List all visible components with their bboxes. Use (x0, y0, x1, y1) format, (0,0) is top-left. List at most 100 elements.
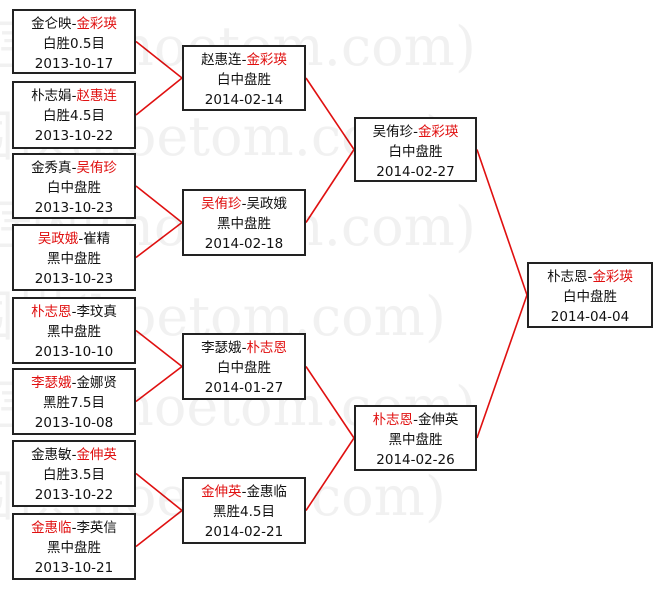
versus-dash: - (241, 196, 247, 212)
versus-dash: - (71, 304, 77, 320)
match-box-r1-4: 吴政娥-崔精黑中盘胜 2013-10-23 (12, 224, 136, 291)
connector-r2_2-to-r3_1 (305, 149, 355, 223)
player-one-name: 金仑映 (31, 16, 72, 32)
player-one-name: 吴侑珍 (372, 124, 414, 140)
match-box-r1-3: 金秀真-吴侑珍白中盘胜 2013-10-23 (12, 153, 136, 219)
player-one-name: 金惠敏 (31, 447, 72, 463)
match-box-r2-4: 金伸英-金惠临黑胜4.5目 2014-02-21 (182, 477, 306, 544)
match-result: 黑中盘胜 (47, 251, 101, 267)
connector-r1_8-to-r2_4 (135, 509, 183, 548)
player-two-name: 金伸英 (417, 412, 459, 428)
match-date: 2013-10-23 (34, 200, 114, 216)
match-players: 朴志娟-赵惠连 (14, 86, 134, 106)
player-one-name: 朴志娟 (31, 88, 72, 104)
player-two-name: 金彩瑛 (417, 124, 459, 140)
match-players: 金伸英-金惠临 (184, 482, 304, 502)
match-result: 黑中盘胜 (388, 432, 443, 448)
match-result: 白胜0.5目 (43, 36, 105, 52)
match-result: 白胜4.5目 (43, 108, 105, 124)
match-box-r1-7: 金惠敏-金伸英白胜3.5目 2013-10-22 (12, 440, 136, 507)
match-players: 朴志恩-李玟真 (14, 302, 134, 322)
match-date: 2014-02-27 (376, 164, 455, 180)
match-box-r1-1: 金仑映-金彩瑛白胜0.5目 2013-10-17 (12, 9, 136, 74)
versus-dash: - (78, 231, 84, 247)
connector-r1_5-to-r2_3 (135, 329, 183, 368)
match-players: 吴政娥-崔精 (14, 229, 134, 249)
player-one-name: 李瑟娥 (31, 375, 72, 391)
match-date: 2013-10-23 (34, 271, 114, 287)
match-box-r1-8: 金惠临-李英信黑中盘胜 2013-10-21 (12, 513, 136, 580)
versus-dash: - (71, 375, 77, 391)
versus-dash: - (71, 16, 77, 32)
match-players: 金惠临-李英信 (14, 518, 134, 538)
match-result: 黑中盘胜 (217, 216, 271, 232)
match-date: 2013-10-22 (34, 128, 114, 144)
match-date: 2014-02-21 (204, 524, 284, 540)
versus-dash: - (241, 52, 247, 68)
player-one-name: 吴政娥 (37, 231, 79, 247)
match-players: 李瑟娥-金娜贤 (14, 373, 134, 393)
match-result: 黑中盘胜 (47, 540, 101, 556)
player-one-name: 金伸英 (201, 484, 242, 500)
connector-r1_2-to-r2_1 (135, 77, 183, 116)
connector-r1_6-to-r2_3 (135, 365, 183, 403)
match-date: 2013-10-21 (34, 560, 114, 576)
connector-r3_2-to-final (476, 294, 528, 439)
match-players: 赵惠连-金彩瑛 (184, 50, 304, 70)
match-result: 黑中盘胜 (47, 324, 101, 340)
match-box-r1-5: 朴志恩-李玟真黑中盘胜 2013-10-10 (12, 297, 136, 364)
match-result: 白中盘胜 (217, 72, 271, 88)
match-date: 2013-10-08 (34, 415, 114, 431)
versus-dash: - (413, 412, 418, 428)
connector-r1_7-to-r2_4 (135, 472, 183, 512)
match-players: 金惠敏-金伸英 (14, 445, 134, 465)
match-players: 金秀真-吴侑珍 (14, 158, 134, 178)
player-two-name: 吴政娥 (246, 196, 287, 212)
player-two-name: 金彩瑛 (592, 269, 633, 285)
versus-dash: - (71, 160, 77, 176)
versus-dash: - (587, 269, 593, 285)
match-box-r1-6: 李瑟娥-金娜贤黑胜7.5目 2013-10-08 (12, 368, 136, 435)
player-two-name: 李英信 (76, 520, 117, 536)
versus-dash: - (241, 340, 247, 356)
versus-dash: - (71, 447, 77, 463)
versus-dash: - (71, 88, 77, 104)
match-result: 黑胜4.5目 (213, 504, 275, 520)
match-date: 2013-10-17 (34, 56, 114, 72)
connector-r1_3-to-r2_2 (135, 185, 183, 224)
match-date: 2014-01-27 (204, 380, 284, 396)
match-date: 2013-10-10 (34, 344, 114, 360)
match-players: 李瑟娥-朴志恩 (184, 338, 304, 358)
match-date: 2014-02-18 (204, 236, 284, 252)
match-date: 2014-04-04 (550, 309, 630, 325)
match-result: 黑胜7.5目 (43, 395, 105, 411)
match-date: 2013-10-22 (34, 487, 114, 503)
match-box-r1-2: 朴志娟-赵惠连白胜4.5目 2013-10-22 (12, 81, 136, 149)
player-one-name: 朴志恩 (31, 304, 72, 320)
versus-dash: - (241, 484, 247, 500)
player-one-name: 金秀真 (31, 160, 72, 176)
match-result: 白中盘胜 (47, 180, 101, 196)
player-one-name: 李瑟娥 (201, 340, 242, 356)
connector-r2_3-to-r3_2 (305, 366, 355, 439)
player-two-name: 金彩瑛 (76, 16, 117, 32)
match-result: 白中盘胜 (563, 289, 617, 305)
connector-r1_1-to-r2_1 (135, 40, 183, 79)
player-one-name: 赵惠连 (201, 52, 242, 68)
match-result: 白胜3.5目 (43, 467, 105, 483)
match-players: 吴侑珍-金彩瑛 (356, 122, 475, 142)
match-result: 白中盘胜 (217, 360, 271, 376)
player-two-name: 金伸英 (76, 447, 117, 463)
player-two-name: 崔精 (83, 231, 111, 247)
connector-r1_4-to-r2_2 (135, 221, 183, 259)
versus-dash: - (71, 520, 77, 536)
player-two-name: 金娜贤 (76, 375, 117, 391)
player-two-name: 朴志恩 (246, 340, 287, 356)
versus-dash: - (413, 124, 418, 140)
player-two-name: 吴侑珍 (76, 160, 117, 176)
match-date: 2014-02-26 (376, 452, 455, 468)
